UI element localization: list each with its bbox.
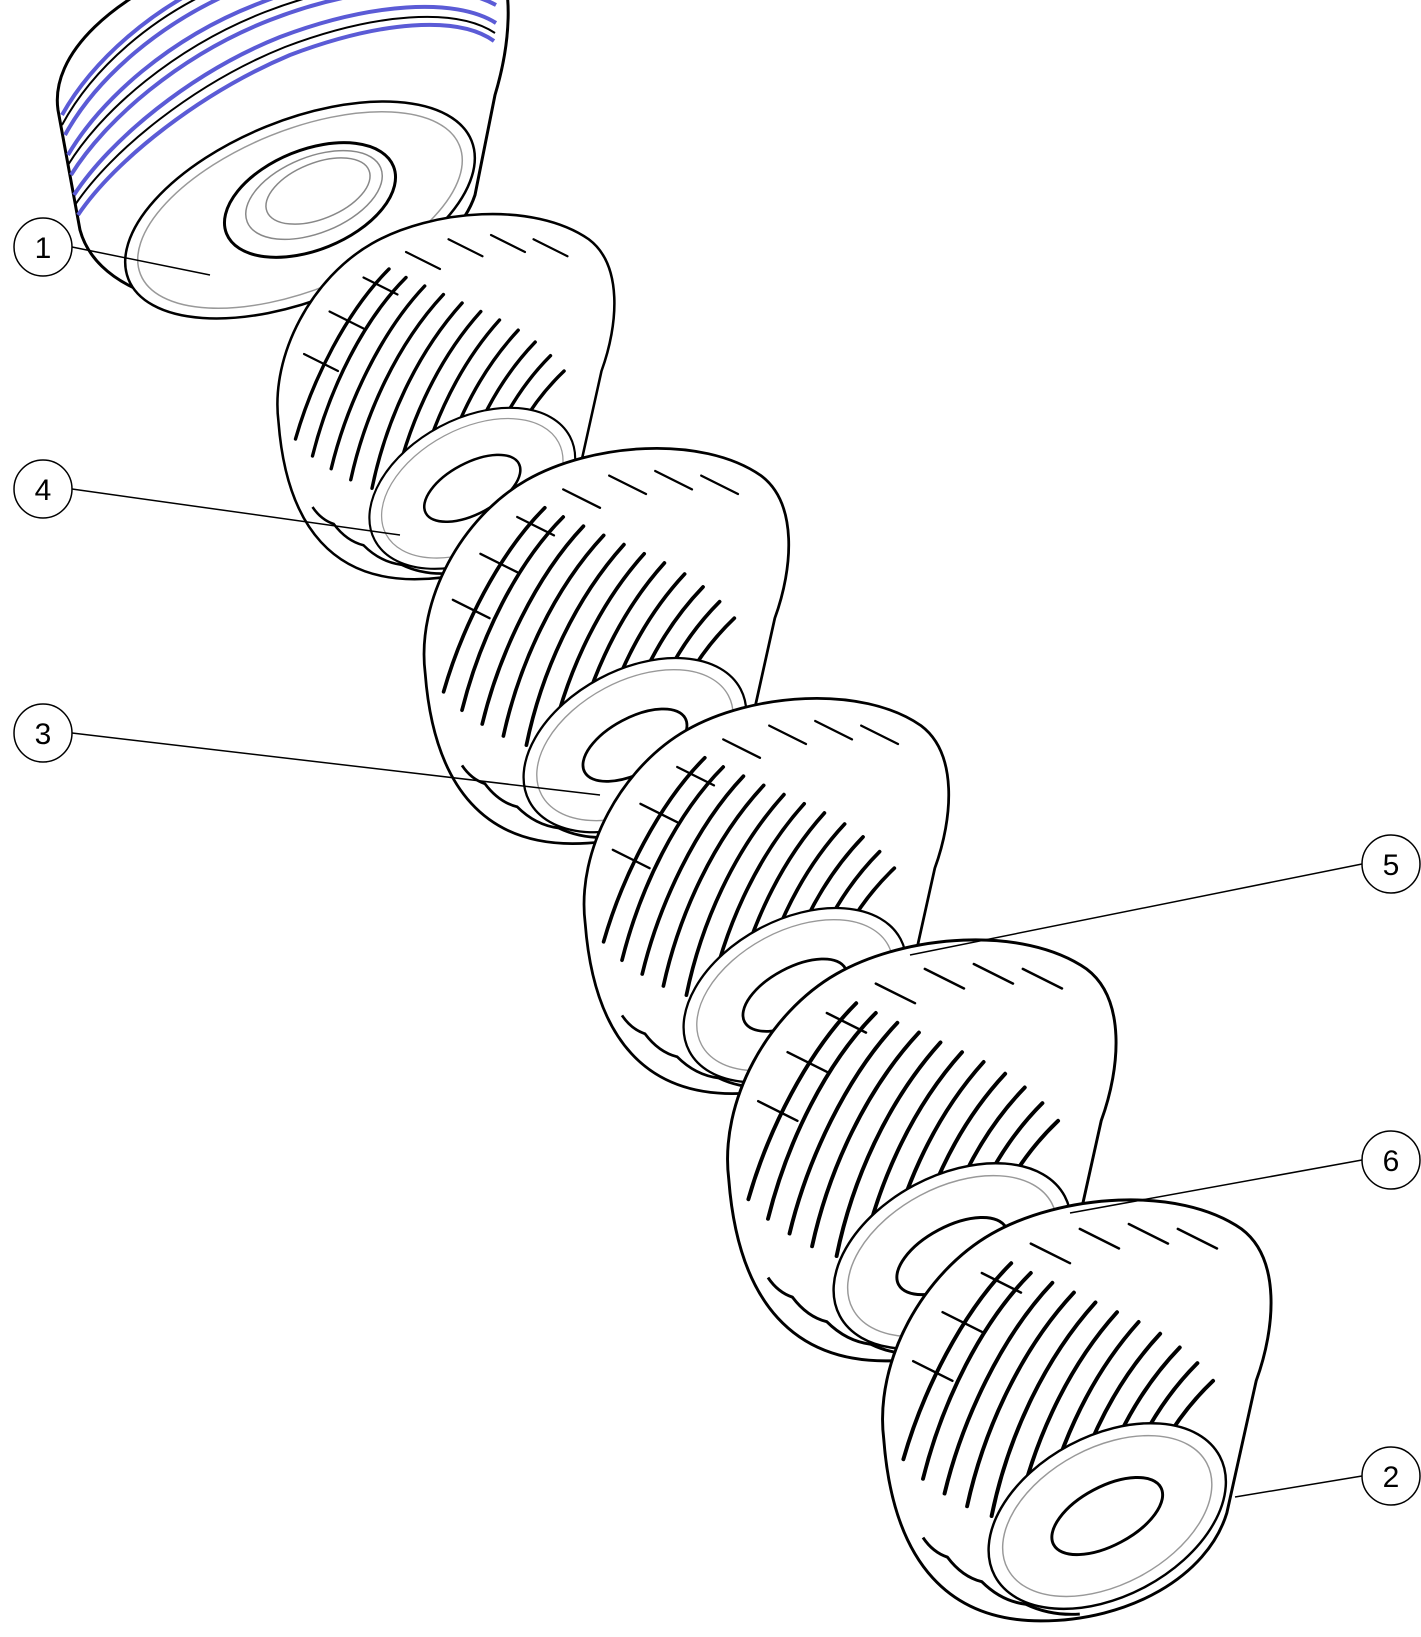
callout-3: 3 — [13, 703, 601, 796]
callout-label: 2 — [1383, 1461, 1400, 1494]
callout-1: 1 — [13, 217, 211, 277]
callout-label: 6 — [1383, 1145, 1400, 1178]
callout-2: 2 — [1234, 1446, 1421, 1506]
callout-4: 4 — [13, 459, 401, 536]
callout-5: 5 — [909, 834, 1421, 956]
callout-label: 4 — [35, 474, 52, 507]
callout-label: 5 — [1383, 849, 1400, 882]
callout-6: 6 — [1069, 1130, 1421, 1214]
callout-label: 3 — [35, 718, 52, 751]
callout-label: 1 — [35, 232, 52, 265]
